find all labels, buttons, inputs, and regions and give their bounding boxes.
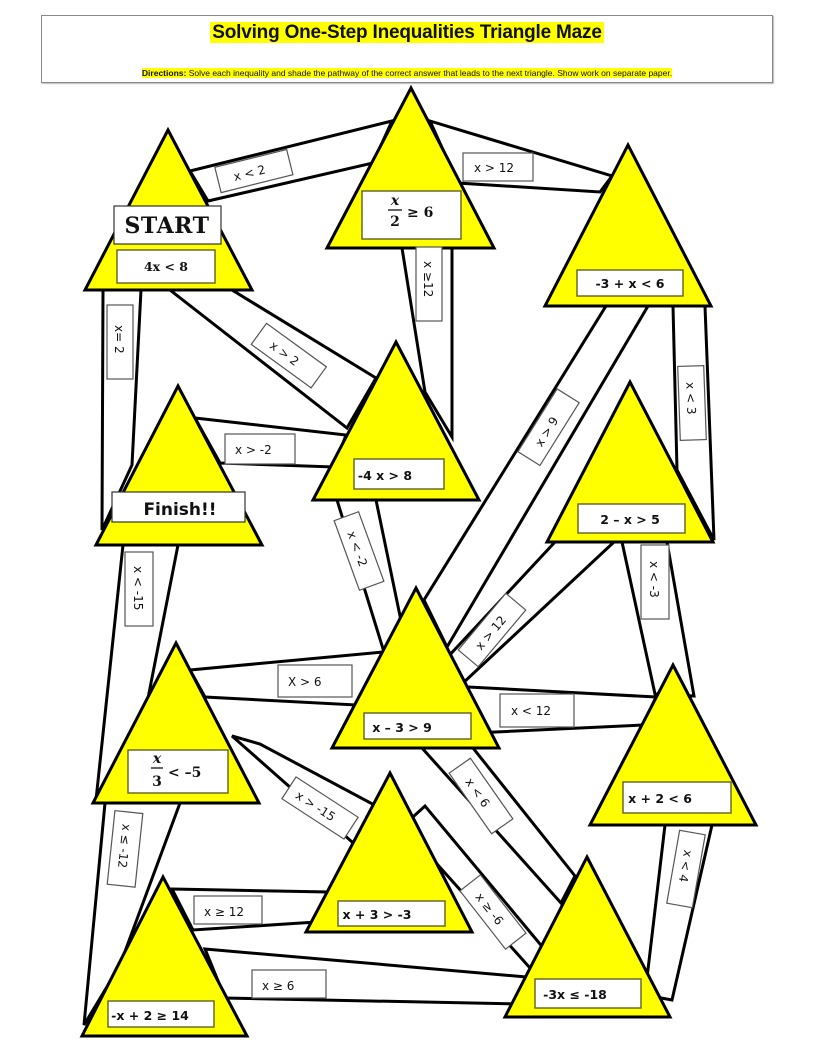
- path-label-center-to-x-plus-2: x < 12: [499, 693, 575, 728]
- path-label-text: x ≥ 6: [262, 979, 294, 993]
- path-label-minus-x-plus-2-to-minus3x: x ≥ 6: [251, 969, 327, 999]
- equation-text: -3x ≤ -18: [543, 987, 607, 1002]
- header-box: Solving One-Step Inequalities Triangle M…: [41, 15, 773, 83]
- path-label-center-to-2-minus-x: x > 12: [457, 592, 527, 668]
- path-label-start-to-x-over-2: x < 2: [214, 148, 294, 194]
- path-label-x-over-2-down: x ≥12: [415, 246, 443, 322]
- directions: Directions: Solve each inequality and sh…: [42, 63, 772, 81]
- path-label-minus3-plus-x-to-center: x > 9: [517, 388, 580, 467]
- triangle-x-minus-3[interactable]: [329, 584, 502, 750]
- equation-box-x-plus-3: x + 3 > -3: [337, 900, 446, 927]
- fraction-numerator: x: [390, 193, 400, 209]
- path-label-text: x ≥12: [421, 261, 435, 297]
- equation-text: -3 + x < 6: [595, 276, 664, 291]
- path-label-minus-x-plus-2-to-x-plus-3: x ≥ 12: [193, 895, 263, 925]
- triangle-minus-x-plus-2[interactable]: [79, 873, 250, 1038]
- equation-text: x + 3 > -3: [342, 907, 411, 922]
- finish-badge: Finish!!: [111, 491, 246, 523]
- path-label-text: x > 12: [474, 161, 514, 175]
- path-label-x-over-3-down: x ≤ -12: [106, 809, 144, 888]
- page-title: Solving One-Step Inequalities Triangle M…: [42, 22, 772, 44]
- equation-box-x-over-2: x 2 ≥ 6: [361, 190, 462, 240]
- directions-body: Solve each inequality and shade the path…: [186, 68, 673, 78]
- fraction-denominator: 2: [390, 214, 400, 230]
- equation-box-minus3-plus-x: -3 + x < 6: [576, 269, 684, 297]
- equation-text: 2 – x > 5: [600, 512, 660, 527]
- path-label-finish-to-minus4x: x > -2: [224, 433, 296, 465]
- fraction-relation: ≥ 6: [407, 205, 433, 221]
- path-label-x-over-2-to-minus3-plus-x: x > 12: [462, 152, 534, 182]
- triangle-2-minus-x[interactable]: [544, 378, 716, 544]
- equation-text: x – 3 > 9: [372, 720, 432, 735]
- path-label-text: x= 2: [112, 325, 126, 354]
- equation-box-start: 4x < 8: [116, 249, 216, 284]
- path-label-text: x < -15: [131, 566, 145, 610]
- equation-text: 4x < 8: [144, 259, 188, 274]
- path-label-text: x ≤ -12: [115, 823, 134, 869]
- triangle-minus3-plus-x[interactable]: [542, 141, 714, 308]
- title-text: Solving One-Step Inequalities Triangle M…: [210, 22, 604, 43]
- equation-text: x + 2 < 6: [628, 791, 692, 806]
- triangle-minus3x[interactable]: [502, 853, 673, 1019]
- equation-box-minus-x-plus-2: -x + 2 ≥ 14: [107, 1000, 215, 1028]
- path-label-text: x < 12: [511, 704, 551, 718]
- path-label-minus4x-down: x < -2: [333, 511, 385, 591]
- path-label-text: X > 6: [288, 675, 322, 689]
- fraction-relation: < –5: [168, 765, 201, 781]
- path-label-x-over-3-to-center: X > 6: [277, 664, 353, 698]
- path-label-text: x < 3: [683, 382, 698, 415]
- equation-text: -x + 2 ≥ 14: [111, 1008, 189, 1023]
- path-label-minus3-plus-x-right: x < 3: [677, 364, 707, 442]
- path-label-text: x > -2: [235, 443, 272, 457]
- directions-text: Directions: Solve each inequality and sh…: [141, 68, 673, 78]
- directions-label: Directions:: [141, 68, 187, 78]
- start-badge: START: [113, 205, 222, 245]
- path-label-text: x < 4: [676, 849, 695, 883]
- equation-box-x-minus-3: x – 3 > 9: [363, 712, 472, 740]
- equation-box-x-over-3: x 3 < –5: [127, 749, 229, 794]
- path-label-start-down: x= 2: [106, 304, 134, 380]
- equation-box-2-minus-x: 2 – x > 5: [577, 503, 686, 534]
- start-badge-text: START: [125, 213, 210, 239]
- path-label-text: x < -3: [647, 561, 661, 598]
- triangle-x-plus-3[interactable]: [303, 769, 475, 934]
- equation-box-minus4x: -4 x > 8: [353, 458, 445, 490]
- equation-text: -4 x > 8: [358, 468, 412, 483]
- path-label-x-plus-2-down: x < 4: [666, 829, 706, 909]
- path-label-finish-down: x < -15: [124, 551, 154, 627]
- equation-box-x-plus-2: x + 2 < 6: [622, 781, 732, 814]
- path-label-text: x ≥ 12: [204, 905, 244, 919]
- path-label-2-minus-x-down: x < -3: [640, 544, 670, 620]
- fraction-numerator: x: [152, 751, 162, 767]
- finish-badge-text: Finish!!: [143, 500, 216, 520]
- fraction-denominator: 3: [152, 774, 162, 790]
- equation-box-minus3x: -3x ≤ -18: [534, 978, 642, 1009]
